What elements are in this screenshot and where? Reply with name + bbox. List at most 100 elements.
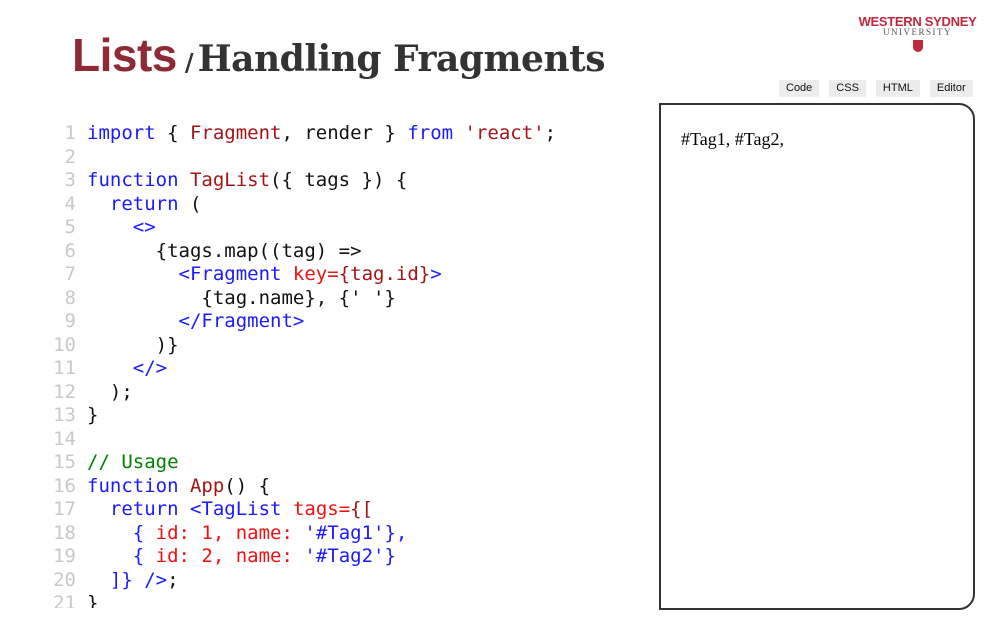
title-sub: Handling Fragments (197, 38, 606, 80)
line-number: 15 (53, 451, 76, 473)
code-line: 10 )} (50, 334, 610, 358)
line-number: 21 (53, 592, 76, 608)
slide-title: Lists/Handling Fragments (72, 28, 606, 82)
code-token (87, 263, 179, 287)
code-token: ({ tags }) { (270, 169, 408, 191)
code-token (87, 545, 133, 569)
code-token: <TagList (189, 498, 282, 520)
code-token: '#Tag1' (304, 521, 385, 544)
logo-line1: WESTERN SYDNEY (858, 14, 977, 29)
code-token: {[ (350, 498, 374, 520)
code-token: return (109, 192, 179, 215)
output-text: #Tag1, #Tag2, (681, 129, 784, 149)
code-line: 17 return <TagList tags={[ (50, 498, 610, 522)
code-token: from (407, 122, 454, 144)
line-number: 7 (64, 263, 76, 285)
code-token (87, 193, 110, 217)
code-token (87, 357, 133, 381)
line-number: 20 (53, 568, 76, 591)
code-line: 9 </Fragment> (50, 310, 610, 334)
code-token: 'react' (464, 122, 545, 144)
code-token: <> (132, 216, 156, 238)
code-line: 19 { id: 2, name: '#Tag2'} (50, 545, 610, 569)
tab-html[interactable]: HTML (875, 80, 920, 97)
code-token: function (87, 169, 179, 191)
line-number: 12 (53, 380, 76, 403)
code-line: 7 <Fragment key={tag.id}> (50, 263, 610, 287)
code-token: ( (178, 192, 202, 215)
code-line: 1 import { Fragment, render } from 'react… (50, 122, 610, 146)
code-line: 14 (50, 428, 610, 452)
code-token: {tag.name}, {' '} (87, 286, 396, 309)
code-token: return (109, 498, 179, 520)
view-tabs: Code CSS HTML Editor (779, 80, 973, 97)
code-token: <Fragment (178, 263, 282, 285)
code-token: '#Tag2' (304, 545, 385, 567)
line-number: 4 (64, 192, 76, 215)
tab-editor[interactable]: Editor (929, 80, 973, 97)
code-token (282, 498, 293, 522)
code-token: id: 2, name: (155, 545, 305, 567)
code-token: } (87, 592, 99, 608)
code-line: 5 <> (50, 216, 610, 240)
tab-css[interactable]: CSS (829, 80, 866, 97)
code-token (87, 498, 110, 522)
code-line: 20 ]} />; (50, 569, 610, 593)
code-token: } (87, 404, 99, 426)
tab-code[interactable]: Code (779, 80, 820, 97)
code-editor[interactable]: 1 import { Fragment, render } from 'react… (50, 122, 610, 608)
code-token: { (155, 122, 190, 144)
line-number: 19 (53, 545, 76, 567)
line-number: 2 (64, 145, 76, 168)
line-number: 17 (53, 498, 76, 520)
code-token: { (132, 521, 156, 544)
code-token: {tag.id} (338, 263, 431, 285)
line-number: 13 (53, 404, 76, 426)
code-token: > (430, 263, 442, 285)
university-logo: WESTERN SYDNEY UNIVERSITY (855, 14, 980, 52)
code-line: 12 ); (50, 381, 610, 405)
code-token: ; (167, 568, 179, 591)
code-token (179, 169, 190, 193)
code-line: 8 {tag.name}, {' '} (50, 287, 610, 311)
code-token: ]} /> (109, 568, 168, 591)
title-separator: / (184, 48, 194, 77)
code-token: Fragment (189, 122, 282, 144)
line-number: 8 (64, 286, 76, 309)
code-line: 16 function App() { (50, 475, 610, 499)
code-token (179, 475, 190, 499)
code-token: }, (384, 521, 408, 544)
code-token: import (87, 122, 156, 144)
code-line: 15// Usage (50, 451, 610, 475)
code-token (281, 263, 292, 287)
shield-icon (912, 40, 923, 52)
code-token: </Fragment> (178, 310, 305, 332)
code-line: 21} (50, 592, 610, 608)
code-line: 2 (50, 146, 610, 170)
line-number: 18 (53, 521, 76, 544)
code-token (87, 216, 133, 240)
code-token: TagList (189, 169, 271, 191)
code-line: 4 return ( (50, 193, 610, 217)
code-token: key= (292, 263, 339, 285)
code-token: </> (132, 357, 168, 379)
code-token (87, 310, 179, 334)
code-token: ); (87, 380, 133, 403)
code-token: ; (544, 122, 557, 144)
code-token: function (87, 474, 179, 497)
code-line: 6 {tags.map((tag) => (50, 240, 610, 264)
code-token: () { (224, 474, 271, 497)
code-token: , render } (281, 122, 408, 144)
code-token: { (132, 545, 156, 567)
output-preview: #Tag1, #Tag2, (659, 103, 975, 610)
code-token: App (189, 474, 225, 497)
logo-line2: UNIVERSITY (883, 27, 952, 37)
line-number: 6 (64, 239, 76, 262)
line-number: 1 (64, 122, 76, 144)
line-number: 14 (53, 427, 76, 450)
code-line: 11 </> (50, 357, 610, 381)
code-line: 13} (50, 404, 610, 428)
code-line: 18 { id: 1, name: '#Tag1'}, (50, 522, 610, 546)
line-number: 16 (53, 474, 76, 497)
